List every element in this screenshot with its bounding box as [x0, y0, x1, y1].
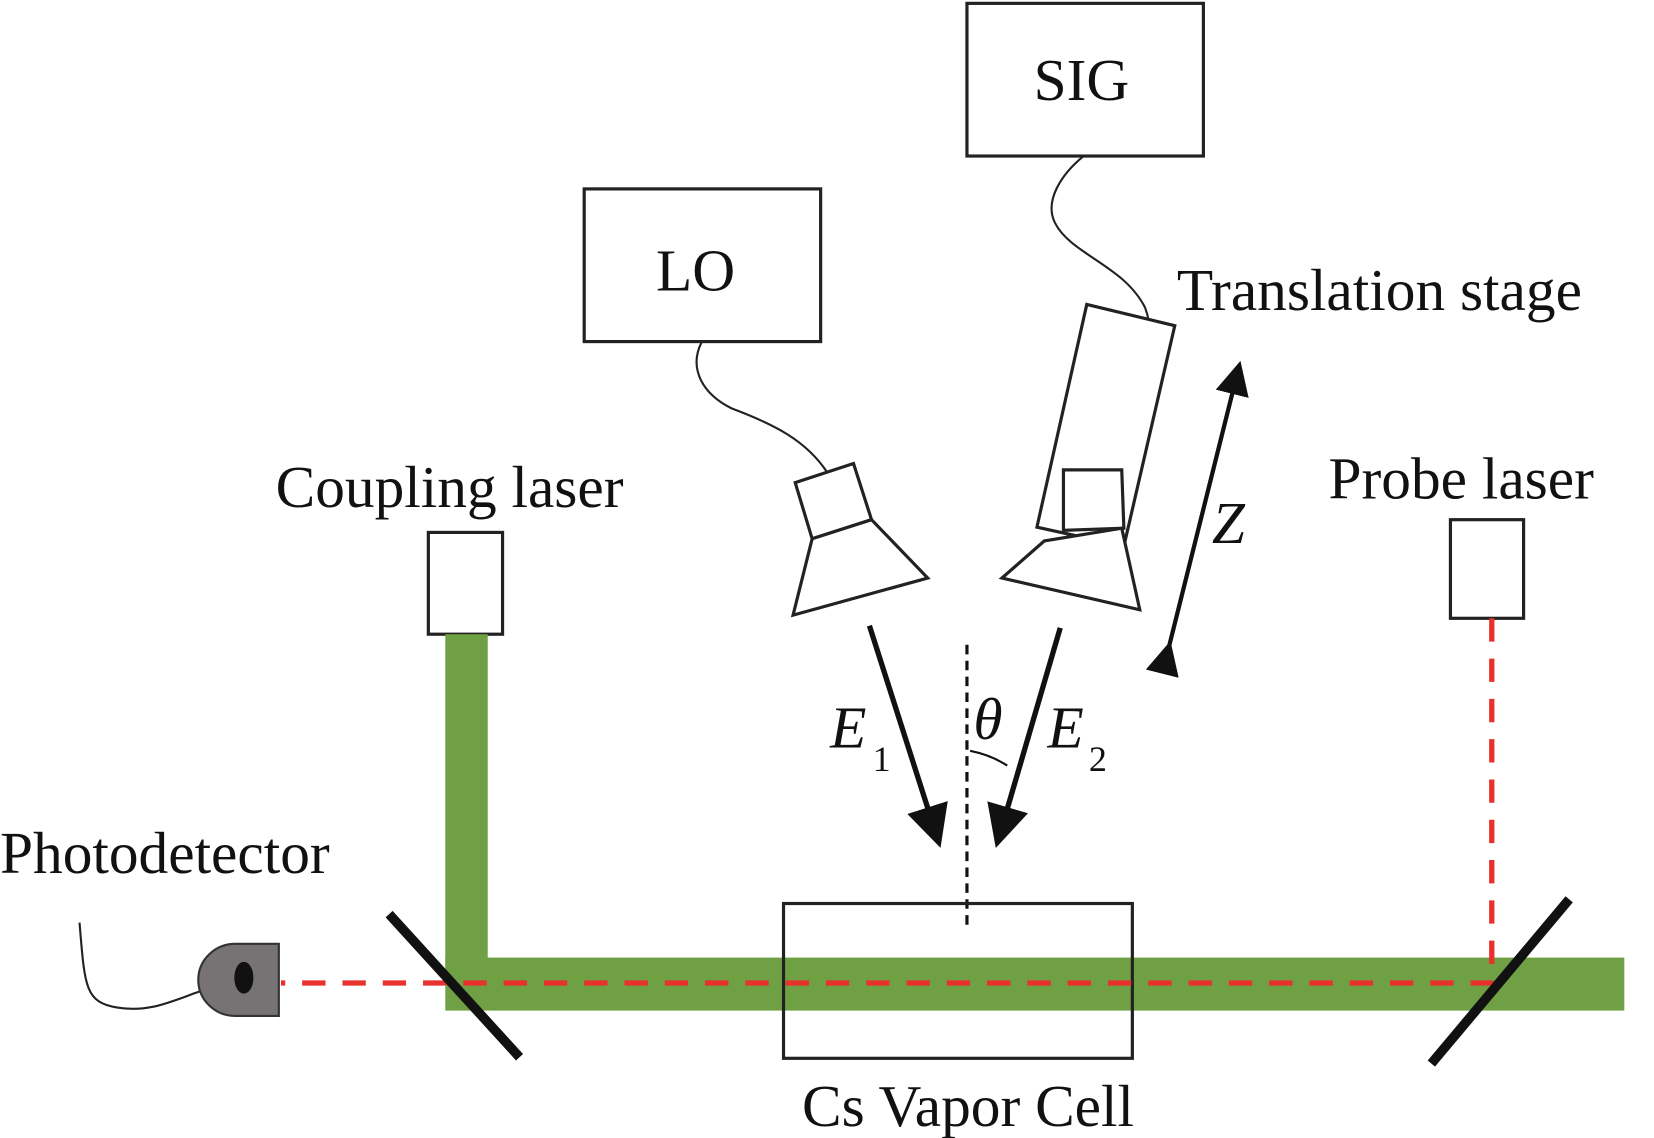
z-label: Z: [1212, 490, 1246, 556]
sig-label: SIG: [1034, 47, 1130, 113]
lo-horn-antenna: [790, 461, 931, 618]
translation-stage-label: Translation stage: [1177, 257, 1582, 323]
coupling-beam: [445, 634, 1625, 1011]
photodetector: [197, 942, 280, 1017]
coupling-laser: [426, 530, 505, 636]
vapor-cell-label: Cs Vapor Cell: [802, 1073, 1134, 1138]
e1-label: E: [829, 695, 866, 761]
e1-subscript: 1: [873, 739, 891, 779]
e2-subscript: 2: [1089, 739, 1107, 779]
right-dichroic-mirror: [1427, 896, 1573, 1067]
lo-label: LO: [656, 238, 735, 304]
z-direction-arrow: [1145, 360, 1249, 678]
lo-cable: [695, 341, 828, 473]
left-dichroic-mirror: [385, 910, 524, 1061]
sig-horn-antenna: [998, 468, 1142, 612]
probe-laser-label: Probe laser: [1329, 445, 1595, 511]
e2-label: E: [1047, 695, 1084, 761]
signal-generator-box: [965, 1, 1205, 158]
theta-angle-arc: [969, 749, 1008, 767]
photodetector-label: Photodetector: [0, 820, 330, 886]
probe-laser: [1448, 518, 1526, 620]
coupling-laser-label: Coupling laser: [276, 454, 624, 520]
cs-vapor-cell: [781, 901, 1134, 1060]
local-oscillator-box: [582, 187, 823, 344]
e1-field-arrow: [866, 624, 948, 848]
probe-beam: [280, 618, 1495, 986]
theta-label: θ: [973, 686, 1002, 752]
photodetector-cable: [78, 922, 200, 1010]
e2-field-arrow: [987, 627, 1063, 848]
